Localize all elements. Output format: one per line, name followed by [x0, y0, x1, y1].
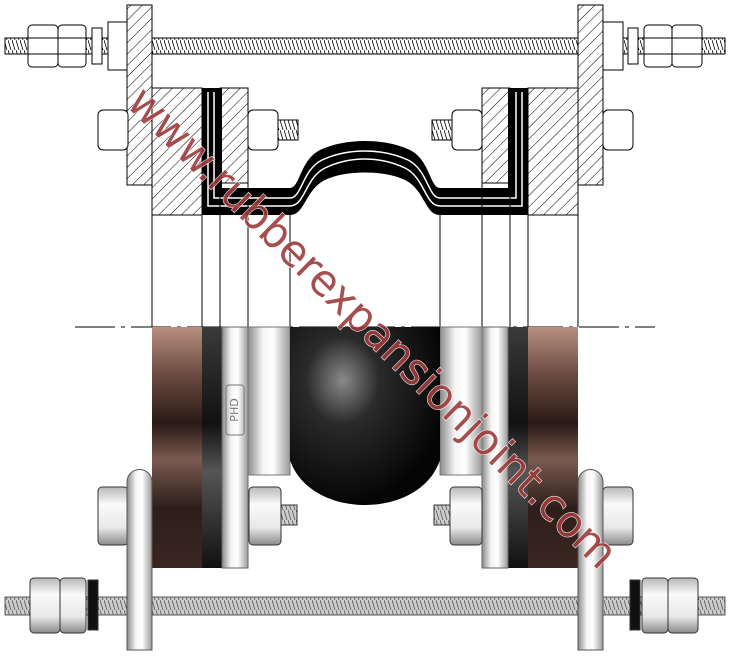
logo-text: PHD — [228, 398, 241, 421]
left-rubber-flange — [202, 327, 222, 568]
bottom-right-nuts — [433, 486, 699, 634]
rubber-sphere — [290, 327, 440, 505]
bottom-left-nuts — [29, 486, 298, 634]
right-sleeve — [439, 326, 483, 476]
right-backing-flange-section — [577, 4, 604, 186]
right-flange — [528, 327, 578, 568]
right-retaining-ring — [481, 326, 509, 569]
bottom-elevation-view: PHD — [4, 326, 726, 651]
top-left-nuts — [27, 21, 129, 71]
top-bolts — [97, 109, 634, 151]
projection-lines — [151, 183, 579, 327]
right-flange-section — [527, 87, 579, 216]
top-threaded-rod — [4, 37, 726, 55]
right-retaining-ring — [481, 87, 511, 184]
top-section-view — [4, 4, 726, 328]
logo-emblem: PHD — [225, 384, 245, 436]
left-flange — [152, 327, 202, 568]
left-flange-section — [151, 87, 203, 216]
top-right-nuts — [602, 21, 703, 71]
left-tie-plate — [126, 469, 153, 651]
bottom-threaded-rod — [4, 596, 726, 616]
left-retaining-ring — [221, 326, 249, 569]
right-rubber-flange — [508, 327, 528, 568]
left-retaining-ring — [219, 87, 249, 184]
right-tie-plate — [577, 469, 604, 651]
left-sleeve — [247, 326, 291, 476]
